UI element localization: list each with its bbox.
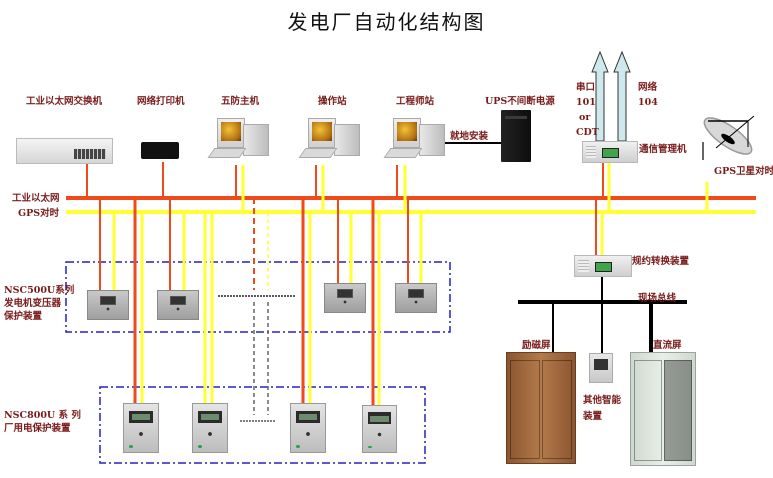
smart-device-icon [589, 353, 613, 383]
nsc500u-relay-icon [324, 283, 366, 313]
nsc500u-relay-icon [395, 283, 437, 313]
nsc800u-relay-icon [123, 403, 159, 453]
serial-protocol-label: 串口 101 or CDT [576, 82, 599, 138]
comm-manager-icon [582, 141, 638, 163]
nsc500u-relay-icon [87, 290, 129, 320]
computer-icon [205, 116, 270, 166]
label-network-printer: 网络打印机 [137, 96, 185, 107]
dc-cabinet-icon [630, 352, 696, 466]
network-switch-icon [16, 138, 113, 164]
label-ethernet-bus: 工业以太网 [12, 193, 60, 204]
satellite-dish-icon [702, 115, 755, 160]
label-gps-satellite: GPS卫星对时 [714, 166, 773, 177]
label-local-install: 就地安装 [450, 131, 489, 142]
label-wufang-host: 五防主机 [221, 96, 260, 107]
network-protocol-label: 网络 104 [638, 82, 658, 108]
label-gps-bus: GPS对时 [18, 208, 60, 219]
label-engineer-station: 工程师站 [396, 96, 435, 107]
label-nsc500u-group: NSC500U系列 发电机变压器 保护装置 [4, 285, 75, 322]
nsc800u-relay-icon [362, 405, 397, 453]
label-ups: UPS不间断电源 [485, 96, 555, 107]
label-dc-panel: 直流屏 [653, 340, 682, 351]
serial-uplink-arrow [591, 50, 609, 142]
nsc800u-relay-icon [290, 403, 326, 453]
nsc800u-group-box [99, 386, 426, 464]
label-ethernet-switch: 工业以太网交换机 [26, 96, 103, 107]
label-other-smart-devices: 其他智能 装置 [583, 395, 622, 422]
computer-icon [296, 116, 361, 166]
label-comm-manager: 通信管理机 [639, 144, 687, 155]
nsc800u-relay-icon [192, 403, 228, 453]
excitation-cabinet-icon [506, 352, 576, 464]
nsc500u-relay-icon [157, 290, 199, 320]
label-excitation-panel: 励磁屏 [522, 340, 551, 351]
ups-icon [501, 110, 531, 162]
label-protocol-converter: 规约转换装置 [632, 256, 690, 267]
label-operator-station: 操作站 [318, 96, 347, 107]
label-nsc800u-group: NSC800U 系 列 厂用电保护装置 [4, 410, 81, 434]
label-fieldbus: 现场总线 [638, 293, 677, 304]
diagram-title: 发电厂自动化结构图 [287, 10, 486, 34]
nsc500u-group-box [65, 261, 451, 333]
network-uplink-arrow [613, 50, 631, 142]
protocol-converter-icon [574, 255, 632, 277]
printer-icon [141, 142, 179, 159]
computer-icon [381, 116, 446, 166]
